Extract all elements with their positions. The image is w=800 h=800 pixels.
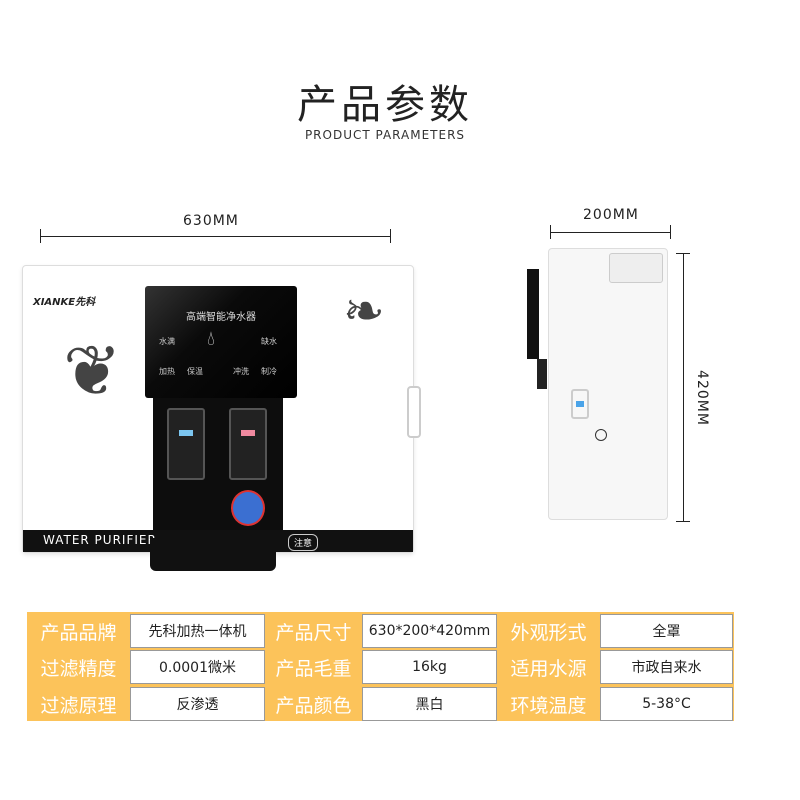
hot-water-tap bbox=[229, 408, 267, 480]
panel-icon[interactable]: 制冷 bbox=[261, 367, 277, 376]
water-drop-icon: 💧︎ bbox=[207, 326, 215, 350]
cold-water-tap bbox=[167, 408, 205, 480]
panel-icon[interactable]: 缺水 bbox=[261, 337, 277, 346]
panel-icon[interactable]: 加热 bbox=[159, 367, 175, 376]
page-subtitle: PRODUCT PARAMETERS bbox=[304, 128, 466, 142]
spec-label: 适用水源 bbox=[510, 657, 587, 680]
spec-value: 5-38°C bbox=[600, 687, 733, 721]
spec-value: 市政自来水 bbox=[600, 650, 733, 684]
control-panel: 高端智能净水器 💧︎ 水满 缺水 加热 保温 冲洗 制冷 bbox=[145, 286, 297, 398]
side-tap bbox=[407, 386, 421, 438]
flower-decoration-icon: ❦ bbox=[63, 330, 122, 412]
purifier-front-image: XIANKE先科 ❦ ❧ 高端智能净水器 💧︎ 水满 缺水 加热 保温 冲洗 制… bbox=[22, 265, 421, 571]
spec-label: 产品毛重 bbox=[275, 657, 352, 680]
spec-label: 外观形式 bbox=[510, 621, 587, 644]
panel-title: 高端智能净水器 bbox=[186, 312, 256, 323]
warning-label: 注意 bbox=[288, 534, 319, 551]
spec-value: 630*200*420mm bbox=[362, 614, 497, 648]
purifier-side-image bbox=[527, 248, 668, 520]
dimension-tick bbox=[676, 253, 690, 254]
dimension-tick bbox=[390, 229, 391, 243]
spec-value: 全罩 bbox=[600, 614, 733, 648]
dimension-tick bbox=[676, 521, 690, 522]
spec-value: 先科加热一体机 bbox=[130, 614, 265, 648]
spec-value: 0.0001微米 bbox=[130, 650, 265, 684]
width-dimension-line bbox=[40, 236, 390, 237]
spec-label: 产品品牌 bbox=[40, 621, 117, 644]
depth-dimension-line bbox=[550, 232, 670, 233]
spec-value: 反渗透 bbox=[130, 687, 265, 721]
drip-tray bbox=[150, 538, 276, 571]
panel-icon[interactable]: 冲洗 bbox=[233, 367, 249, 376]
spec-value: 16kg bbox=[362, 650, 497, 684]
spec-value: 黑白 bbox=[362, 687, 497, 721]
panel-icon[interactable]: 保温 bbox=[187, 367, 203, 376]
depth-dimension-label: 200MM bbox=[583, 207, 639, 223]
page-title: 产品参数 bbox=[297, 82, 473, 128]
spec-label: 过滤原理 bbox=[40, 694, 117, 717]
spec-label: 产品尺寸 bbox=[275, 621, 352, 644]
height-dimension-label: 420MM bbox=[694, 370, 710, 426]
spec-label: 环境温度 bbox=[510, 694, 587, 717]
dimension-tick bbox=[550, 225, 551, 239]
dispenser-area bbox=[153, 398, 283, 538]
brand-logo: XIANKE先科 bbox=[33, 297, 96, 308]
dimension-tick bbox=[670, 225, 671, 239]
width-dimension-label: 630MM bbox=[183, 213, 239, 229]
flower-decoration-icon: ❧ bbox=[343, 282, 385, 340]
mascot-sticker bbox=[231, 490, 265, 526]
spec-label: 过滤精度 bbox=[40, 657, 117, 680]
spec-label: 产品颜色 bbox=[275, 694, 352, 717]
height-dimension-line bbox=[683, 253, 684, 521]
panel-icon[interactable]: 水满 bbox=[159, 337, 175, 346]
water-purifier-label: WATER PURIFIER bbox=[43, 533, 157, 547]
dimension-tick bbox=[40, 229, 41, 243]
